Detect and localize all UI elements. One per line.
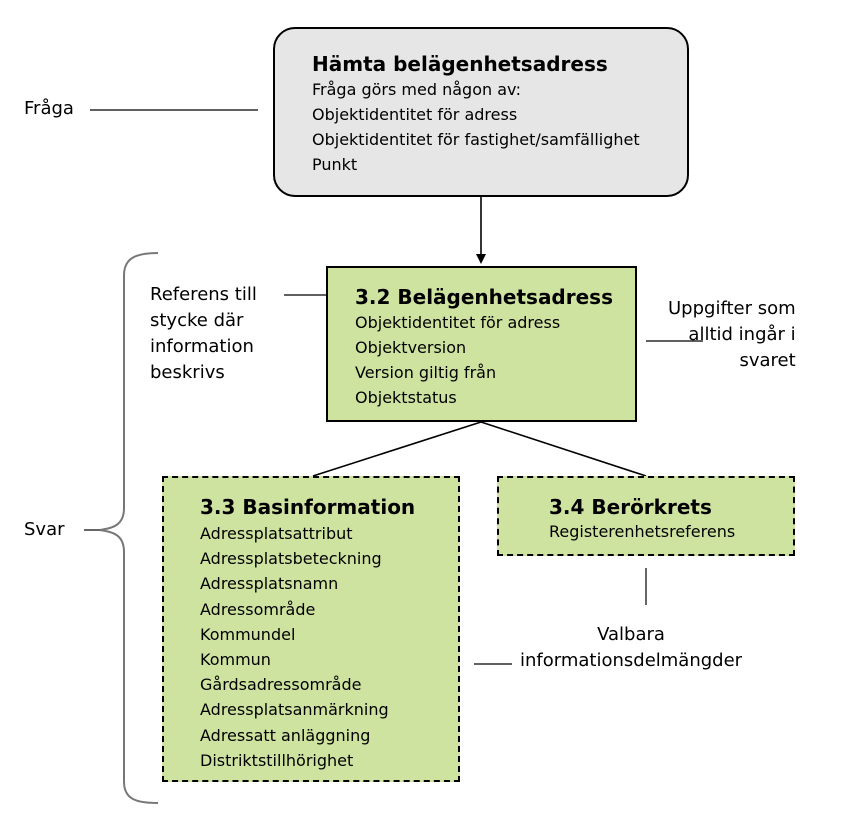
optional-annotation-line: informationsdelmängder <box>520 650 743 671</box>
main-box: 3.2 Belägenhetsadress Objektidentitet fö… <box>326 266 637 422</box>
main-box-line: Version giltig från <box>355 363 497 382</box>
reference-annotation-line: Referens till <box>150 284 257 305</box>
basic-info-line: Distriktstillhörighet <box>200 750 354 770</box>
always-included-line: alltid ingår i <box>688 324 796 345</box>
always-included-line: Uppgifter som <box>668 298 796 319</box>
affected-area-box: 3.4 Berörkrets Registerenhetsreferens <box>497 476 795 556</box>
basic-info-box: 3.3 Basinformation Adressplatsattribut A… <box>162 476 460 782</box>
query-box-line: Fråga görs med någon av: <box>312 80 521 99</box>
main-box-title: 3.2 Belägenhetsadress <box>355 285 613 309</box>
always-included-annotation: Uppgifter som alltid ingår i svaret <box>668 296 796 374</box>
basic-info-line: Adressområde <box>200 599 316 619</box>
query-box: Hämta belägenhetsadress Fråga görs med n… <box>273 27 689 197</box>
answer-label: Svar <box>24 519 65 540</box>
basic-info-line: Gårdsadressområde <box>200 675 362 695</box>
optional-annotation: Valbara informationsdelmängder <box>520 622 742 674</box>
basic-info-line: Kommundel <box>200 624 296 644</box>
query-box-line: Objektidentitet för fastighet/samfälligh… <box>312 130 640 149</box>
reference-annotation-line: information <box>150 336 254 357</box>
basic-info-line: Adressplatsbeteckning <box>200 549 382 569</box>
basic-info-line: Adressatt anläggning <box>200 725 371 745</box>
query-box-line: Punkt <box>312 155 358 174</box>
query-box-title: Hämta belägenhetsadress <box>312 52 608 76</box>
main-to-affected-line <box>480 421 647 477</box>
main-box-line: Objektstatus <box>355 388 457 407</box>
query-label: Fråga <box>24 98 74 119</box>
main-box-line: Objektidentitet för adress <box>355 313 561 332</box>
always-included-line: svaret <box>739 350 796 371</box>
affected-area-line: Registerenhetsreferens <box>549 522 736 541</box>
main-box-line: Objektversion <box>355 338 467 357</box>
basic-info-line: Kommun <box>200 650 271 670</box>
reference-annotation: Referens till stycke där information bes… <box>150 282 257 386</box>
optional-annotation-line: Valbara <box>597 624 665 645</box>
main-to-basic-line <box>312 421 482 477</box>
basic-info-line: Adressplatsnamn <box>200 574 339 594</box>
basic-info-line: Adressplatsanmärkning <box>200 700 389 720</box>
query-box-line: Objektidentitet för adress <box>312 105 518 124</box>
affected-area-title: 3.4 Berörkrets <box>549 495 712 519</box>
basic-info-line: Adressplatsattribut <box>200 524 353 543</box>
basic-info-title: 3.3 Basinformation <box>200 495 416 519</box>
reference-annotation-line: beskrivs <box>150 362 225 383</box>
reference-annotation-line: stycke där <box>150 310 244 331</box>
